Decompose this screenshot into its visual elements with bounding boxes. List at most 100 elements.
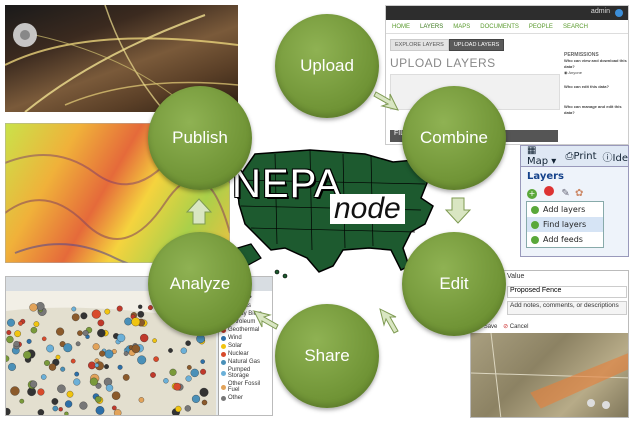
- permission-anyone-option[interactable]: ◉ Anyone: [564, 70, 582, 75]
- plant-marker[interactable]: [6, 355, 10, 362]
- plant-marker[interactable]: [111, 405, 117, 411]
- plant-marker[interactable]: [26, 338, 32, 344]
- plant-marker[interactable]: [19, 398, 25, 404]
- nav-item-home[interactable]: HOME: [392, 24, 410, 30]
- plant-marker[interactable]: [75, 341, 81, 347]
- add-layer-icon[interactable]: +: [527, 189, 537, 199]
- plant-marker[interactable]: [190, 368, 199, 378]
- nav-item-layers[interactable]: LAYERS: [420, 24, 444, 30]
- plant-marker[interactable]: [37, 409, 45, 415]
- plant-marker[interactable]: [30, 326, 38, 334]
- plant-marker[interactable]: [70, 358, 76, 364]
- plant-marker[interactable]: [131, 317, 141, 327]
- plant-marker[interactable]: [57, 384, 66, 394]
- plant-marker[interactable]: [200, 368, 207, 375]
- plant-marker[interactable]: [77, 330, 83, 336]
- plant-marker[interactable]: [200, 359, 205, 364]
- menu-item-add-feeds[interactable]: Add feeds: [527, 232, 603, 247]
- plant-marker[interactable]: [185, 340, 191, 346]
- map-menu-button[interactable]: ▦ Map ▾: [527, 145, 557, 167]
- plant-marker[interactable]: [23, 350, 32, 360]
- plant-marker[interactable]: [123, 351, 129, 356]
- print-button[interactable]: ⎙Print: [565, 150, 597, 162]
- plant-marker[interactable]: [113, 409, 122, 415]
- plant-marker[interactable]: [191, 394, 201, 403]
- plant-marker[interactable]: [29, 303, 38, 312]
- plant-marker[interactable]: [185, 375, 192, 382]
- plant-marker[interactable]: [105, 384, 114, 392]
- plant-marker[interactable]: [140, 333, 149, 343]
- plant-marker[interactable]: [52, 405, 59, 412]
- plant-marker[interactable]: [163, 378, 169, 384]
- plant-marker[interactable]: [104, 349, 114, 359]
- plant-marker[interactable]: [199, 387, 209, 397]
- plant-marker[interactable]: [36, 302, 45, 311]
- plant-marker[interactable]: [44, 360, 50, 366]
- plant-marker[interactable]: [92, 343, 100, 351]
- plant-marker[interactable]: [137, 310, 145, 318]
- plant-marker[interactable]: [7, 318, 15, 327]
- plant-marker[interactable]: [173, 382, 182, 391]
- plant-marker[interactable]: [88, 361, 96, 370]
- plant-marker[interactable]: [117, 364, 123, 370]
- plant-marker[interactable]: [95, 406, 105, 415]
- plant-marker[interactable]: [73, 378, 81, 386]
- plant-marker[interactable]: [89, 377, 98, 386]
- nav-item-maps[interactable]: MAPS: [453, 24, 471, 30]
- plant-marker[interactable]: [138, 304, 143, 309]
- plant-marker[interactable]: [13, 340, 20, 348]
- identify-button[interactable]: ⓘIde: [602, 152, 628, 164]
- plant-marker[interactable]: [6, 407, 11, 415]
- plant-marker[interactable]: [122, 374, 130, 381]
- remove-layer-icon[interactable]: [544, 186, 555, 196]
- plant-marker[interactable]: [51, 398, 59, 405]
- plant-marker[interactable]: [82, 330, 89, 336]
- plant-marker[interactable]: [97, 328, 106, 338]
- plant-marker[interactable]: [46, 344, 54, 353]
- plant-marker[interactable]: [74, 371, 80, 377]
- plant-marker[interactable]: [64, 400, 73, 408]
- menu-item-add-layers[interactable]: Add layers: [527, 202, 603, 217]
- plant-marker[interactable]: [37, 388, 45, 396]
- plant-marker[interactable]: [104, 364, 109, 370]
- radio-icon[interactable]: ◉: [564, 70, 569, 75]
- plant-marker[interactable]: [8, 362, 16, 371]
- plant-marker[interactable]: [116, 333, 126, 343]
- menu-item-find-layers[interactable]: Find layers: [527, 217, 603, 232]
- plant-marker[interactable]: [6, 335, 14, 344]
- plant-marker[interactable]: [201, 399, 208, 406]
- plant-marker[interactable]: [55, 354, 61, 360]
- plant-marker[interactable]: [169, 368, 177, 376]
- value-field[interactable]: Proposed Fence: [507, 286, 627, 298]
- nav-item-documents[interactable]: DOCUMENTS: [480, 24, 519, 30]
- plant-marker[interactable]: [18, 321, 23, 326]
- plant-marker[interactable]: [33, 321, 40, 327]
- user-label[interactable]: admin: [590, 8, 610, 15]
- plant-marker[interactable]: [168, 348, 173, 353]
- plant-marker[interactable]: [71, 306, 77, 312]
- plant-marker[interactable]: [63, 343, 73, 353]
- plant-marker[interactable]: [6, 330, 12, 335]
- plant-marker[interactable]: [180, 347, 187, 354]
- nav-item-people[interactable]: PEOPLE: [528, 24, 553, 30]
- plant-marker[interactable]: [111, 391, 121, 400]
- plant-marker[interactable]: [58, 407, 63, 412]
- plant-marker[interactable]: [60, 366, 66, 372]
- plant-marker[interactable]: [175, 405, 182, 413]
- plant-marker[interactable]: [41, 336, 47, 342]
- plant-marker[interactable]: [150, 372, 156, 378]
- plant-marker[interactable]: [66, 390, 74, 398]
- plant-marker[interactable]: [186, 365, 192, 370]
- tab-upload-layers[interactable]: UPLOAD LAYERS: [448, 39, 505, 51]
- plant-marker[interactable]: [153, 356, 159, 362]
- notes-field[interactable]: Add notes, comments, or descriptions: [507, 301, 627, 315]
- plant-marker[interactable]: [94, 363, 99, 368]
- plant-marker[interactable]: [116, 305, 123, 312]
- plant-marker[interactable]: [40, 374, 47, 380]
- plant-marker[interactable]: [97, 319, 105, 327]
- plant-marker[interactable]: [14, 330, 21, 338]
- style-icon[interactable]: ✿: [574, 188, 584, 199]
- plant-marker[interactable]: [56, 327, 65, 336]
- tab-explore-layers[interactable]: EXPLORE LAYERS: [390, 39, 449, 51]
- plant-marker[interactable]: [138, 397, 145, 403]
